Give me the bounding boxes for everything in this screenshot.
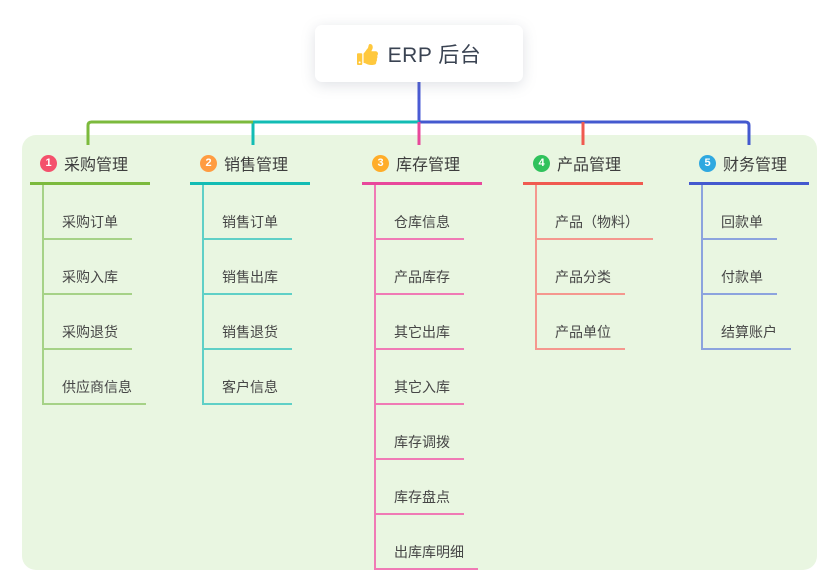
branch-number-badge: 2 bbox=[200, 154, 217, 172]
child-topic[interactable]: 采购订单 bbox=[44, 185, 132, 240]
child-topic[interactable]: 其它出库 bbox=[376, 295, 464, 350]
branch-finance: 5 财务管理 回款单 付款单 结算账户 bbox=[689, 147, 810, 350]
branch-title: 采购管理 bbox=[64, 157, 129, 174]
child-topic[interactable]: 付款单 bbox=[703, 240, 777, 295]
branch-children: 产品（物料） 产品分类 产品单位 bbox=[535, 185, 653, 350]
child-topic[interactable]: 销售出库 bbox=[204, 240, 292, 295]
branch-number-badge: 5 bbox=[699, 154, 716, 172]
branch-number-badge: 1 bbox=[40, 154, 57, 172]
thumbs-up-icon bbox=[356, 44, 378, 65]
child-topic[interactable]: 库存调拨 bbox=[376, 405, 464, 460]
child-topic[interactable]: 产品单位 bbox=[537, 295, 625, 350]
branch-inventory: 3 库存管理 仓库信息 产品库存 其它出库 其它入库 库存调拨 库存盘点 出库库… bbox=[362, 147, 483, 570]
branch-product: 4 产品管理 产品（物料） 产品分类 产品单位 bbox=[523, 147, 653, 350]
branch-children: 回款单 付款单 结算账户 bbox=[701, 185, 809, 350]
branch-topic[interactable]: 5 财务管理 bbox=[689, 147, 810, 185]
branch-title: 销售管理 bbox=[224, 157, 289, 174]
child-topic[interactable]: 销售退货 bbox=[204, 295, 292, 350]
child-topic[interactable]: 出库库明细 bbox=[376, 515, 478, 570]
child-topic[interactable]: 采购入库 bbox=[44, 240, 132, 295]
branch-title: 财务管理 bbox=[723, 157, 788, 174]
child-topic[interactable]: 销售订单 bbox=[204, 185, 292, 240]
child-topic[interactable]: 产品（物料） bbox=[537, 185, 653, 240]
branch-title: 库存管理 bbox=[396, 157, 461, 174]
root-node[interactable]: ERP 后台 bbox=[315, 25, 523, 82]
branch-title: 产品管理 bbox=[557, 157, 622, 174]
branch-purchase: 1 采购管理 采购订单 采购入库 采购退货 供应商信息 bbox=[30, 147, 151, 405]
branch-number-badge: 3 bbox=[372, 154, 389, 172]
branch-children: 仓库信息 产品库存 其它出库 其它入库 库存调拨 库存盘点 出库库明细 bbox=[374, 185, 482, 570]
child-topic[interactable]: 结算账户 bbox=[703, 295, 791, 350]
child-topic[interactable]: 供应商信息 bbox=[44, 350, 146, 405]
branch-topic[interactable]: 3 库存管理 bbox=[362, 147, 483, 185]
child-topic[interactable]: 回款单 bbox=[703, 185, 777, 240]
branch-topic[interactable]: 4 产品管理 bbox=[523, 147, 644, 185]
child-topic[interactable]: 其它入库 bbox=[376, 350, 464, 405]
branch-topic[interactable]: 1 采购管理 bbox=[30, 147, 151, 185]
branch-children: 采购订单 采购入库 采购退货 供应商信息 bbox=[42, 185, 150, 405]
branch-children: 销售订单 销售出库 销售退货 客户信息 bbox=[202, 185, 310, 405]
child-topic[interactable]: 采购退货 bbox=[44, 295, 132, 350]
branch-topic[interactable]: 2 销售管理 bbox=[190, 147, 311, 185]
child-topic[interactable]: 库存盘点 bbox=[376, 460, 464, 515]
child-topic[interactable]: 仓库信息 bbox=[376, 185, 464, 240]
branch-sales: 2 销售管理 销售订单 销售出库 销售退货 客户信息 bbox=[190, 147, 311, 405]
child-topic[interactable]: 产品分类 bbox=[537, 240, 625, 295]
root-title: ERP 后台 bbox=[387, 43, 482, 67]
child-topic[interactable]: 客户信息 bbox=[204, 350, 292, 405]
child-topic[interactable]: 产品库存 bbox=[376, 240, 464, 295]
branch-number-badge: 4 bbox=[533, 154, 550, 172]
mindmap-panel bbox=[22, 135, 817, 570]
